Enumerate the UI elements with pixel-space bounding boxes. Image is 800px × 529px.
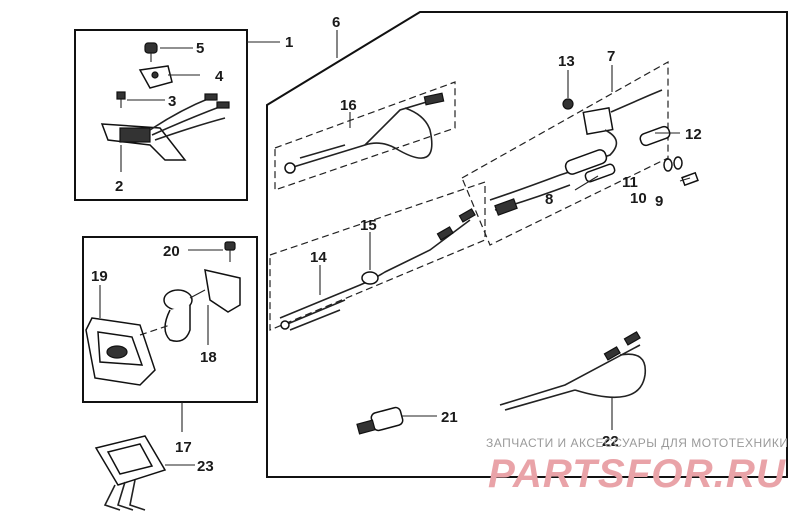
group-17-frame <box>82 236 258 403</box>
sensor-part-21 <box>356 406 404 435</box>
watermark-tagline: ЗАПЧАСТИ И АКСЕССУАРЫ ДЛЯ МОТОТЕХНИКИ <box>486 436 788 450</box>
callout-23: 23 <box>197 458 214 475</box>
plate-part-19 <box>85 317 171 386</box>
callout-9: 9 <box>655 193 663 210</box>
fuse-holder-part-8 <box>489 149 616 216</box>
connector-part-2 <box>100 93 230 161</box>
group-1-frame <box>74 29 248 201</box>
callout-18: 18 <box>200 349 217 366</box>
switch-part-13 <box>562 98 574 110</box>
cable-part-14 <box>280 299 346 331</box>
callout-1: 1 <box>285 34 293 51</box>
callout-22: 22 <box>602 433 619 450</box>
screw-part-3 <box>116 91 126 108</box>
callout-3: 3 <box>168 93 176 110</box>
screw-part-20 <box>224 241 236 262</box>
bolt-part-9 <box>679 171 699 187</box>
bracket-part-18 <box>163 269 241 342</box>
callout-14: 14 <box>310 249 327 266</box>
callout-5: 5 <box>196 40 204 57</box>
callout-16: 16 <box>340 97 357 114</box>
callout-17: 17 <box>175 439 192 456</box>
callout-19: 19 <box>91 268 108 285</box>
washers-part-10-11 <box>663 156 683 172</box>
callout-6: 6 <box>332 14 340 31</box>
cable-part-15 <box>279 208 476 319</box>
box-group-1 <box>74 29 280 201</box>
callout-11: 11 <box>622 174 638 191</box>
callout-15: 15 <box>360 217 377 234</box>
callout-4: 4 <box>215 68 224 85</box>
callout-8: 8 <box>545 191 553 208</box>
harness-part-22 <box>499 331 647 411</box>
callout-20: 20 <box>163 243 180 260</box>
callout-12: 12 <box>685 126 702 143</box>
switch-box-part-7 <box>579 89 663 166</box>
regulator-part-23 <box>94 435 195 511</box>
callout-10: 10 <box>630 190 647 207</box>
clamp-part-4 <box>138 65 173 89</box>
box-group-6 <box>266 11 788 478</box>
callout-13: 13 <box>558 53 575 70</box>
box-group-17 <box>82 236 258 432</box>
harness-part-16 <box>284 92 445 174</box>
screw-part-5 <box>144 42 158 62</box>
callout-21: 21 <box>441 409 458 426</box>
group-6-frame <box>266 11 788 478</box>
watermark-logo: PARTSFOR.RU <box>488 452 786 496</box>
callout-7: 7 <box>607 48 615 65</box>
sleeve-part-12 <box>639 125 671 147</box>
callout-2: 2 <box>115 178 123 195</box>
